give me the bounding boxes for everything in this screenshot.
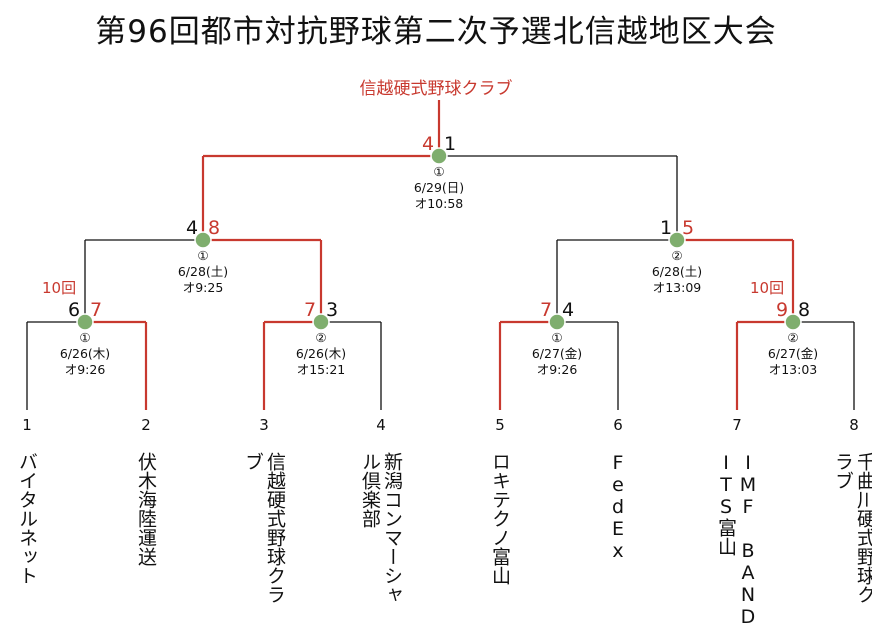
match-number: ② bbox=[787, 330, 799, 345]
match-number: ② bbox=[671, 248, 683, 263]
score-left: 9 bbox=[776, 299, 789, 321]
team-seed: 2 bbox=[141, 416, 151, 434]
match-number: ① bbox=[197, 248, 209, 263]
score-left: 7 bbox=[540, 299, 553, 321]
match-date: 6/26(木) bbox=[295, 346, 347, 361]
team-name: 新潟コンマーシャ ル倶楽部 bbox=[359, 452, 403, 604]
team-seed: 4 bbox=[376, 416, 386, 434]
match-time: オ13:03 bbox=[768, 362, 818, 377]
match-time: オ9:26 bbox=[64, 362, 106, 377]
score-left: 4 bbox=[186, 217, 199, 239]
score-right: 8 bbox=[208, 217, 221, 239]
score-right: 3 bbox=[326, 299, 339, 321]
match-number: ① bbox=[79, 330, 91, 345]
match-node[interactable] bbox=[668, 231, 686, 249]
team-name: バイタルネット bbox=[16, 452, 38, 585]
match-node[interactable] bbox=[312, 313, 330, 331]
match-time: オ9:26 bbox=[536, 362, 578, 377]
match-date: 6/28(土) bbox=[651, 264, 703, 279]
score-right: 4 bbox=[562, 299, 575, 321]
score-left: 6 bbox=[68, 299, 81, 321]
score-right: 8 bbox=[798, 299, 811, 321]
match-node[interactable] bbox=[430, 147, 448, 165]
match-node[interactable] bbox=[194, 231, 212, 249]
team-name: FedEx bbox=[607, 452, 629, 562]
extra-innings-label: 10回 bbox=[42, 279, 77, 297]
team-seed: 1 bbox=[22, 416, 32, 434]
match-number: ① bbox=[551, 330, 563, 345]
match-time: オ9:25 bbox=[182, 280, 224, 295]
match-date: 6/29(日) bbox=[413, 180, 465, 195]
match-time: オ10:58 bbox=[414, 196, 464, 211]
team-name: ロキテクノ富山 bbox=[489, 452, 511, 585]
score-right: 1 bbox=[444, 133, 457, 155]
score-left: 4 bbox=[422, 133, 435, 155]
match-time: オ13:09 bbox=[652, 280, 702, 295]
extra-innings-label: 10回 bbox=[750, 279, 785, 297]
team-seed: 6 bbox=[613, 416, 623, 434]
team-name: 信越硬式野球クラ ブ bbox=[242, 452, 286, 604]
score-left: 7 bbox=[304, 299, 317, 321]
team-seed: 8 bbox=[849, 416, 859, 434]
champion-label: 信越硬式野球クラブ bbox=[359, 79, 513, 99]
score-right: 7 bbox=[90, 299, 103, 321]
team-name: 伏木海陸運送 bbox=[135, 452, 157, 566]
match-date: 6/27(金) bbox=[767, 346, 819, 361]
team-seed: 3 bbox=[259, 416, 269, 434]
score-left: 1 bbox=[660, 217, 673, 239]
team-seed: 7 bbox=[732, 416, 742, 434]
match-node[interactable] bbox=[784, 313, 802, 331]
match-date: 6/27(金) bbox=[531, 346, 583, 361]
match-date: 6/26(木) bbox=[59, 346, 111, 361]
team-seed: 5 bbox=[495, 416, 505, 434]
match-number: ② bbox=[315, 330, 327, 345]
match-date: 6/28(土) bbox=[177, 264, 229, 279]
team-name: 千曲川硬式野球ク ラブ bbox=[832, 452, 872, 604]
match-time: オ15:21 bbox=[296, 362, 346, 377]
team-name: IMF BAND ITS富山 bbox=[715, 452, 759, 628]
match-number: ① bbox=[433, 164, 445, 179]
match-node[interactable] bbox=[76, 313, 94, 331]
score-right: 5 bbox=[682, 217, 695, 239]
page-title: 第96回都市対抗野球第二次予選北信越地区大会 bbox=[95, 14, 777, 50]
match-node[interactable] bbox=[548, 313, 566, 331]
